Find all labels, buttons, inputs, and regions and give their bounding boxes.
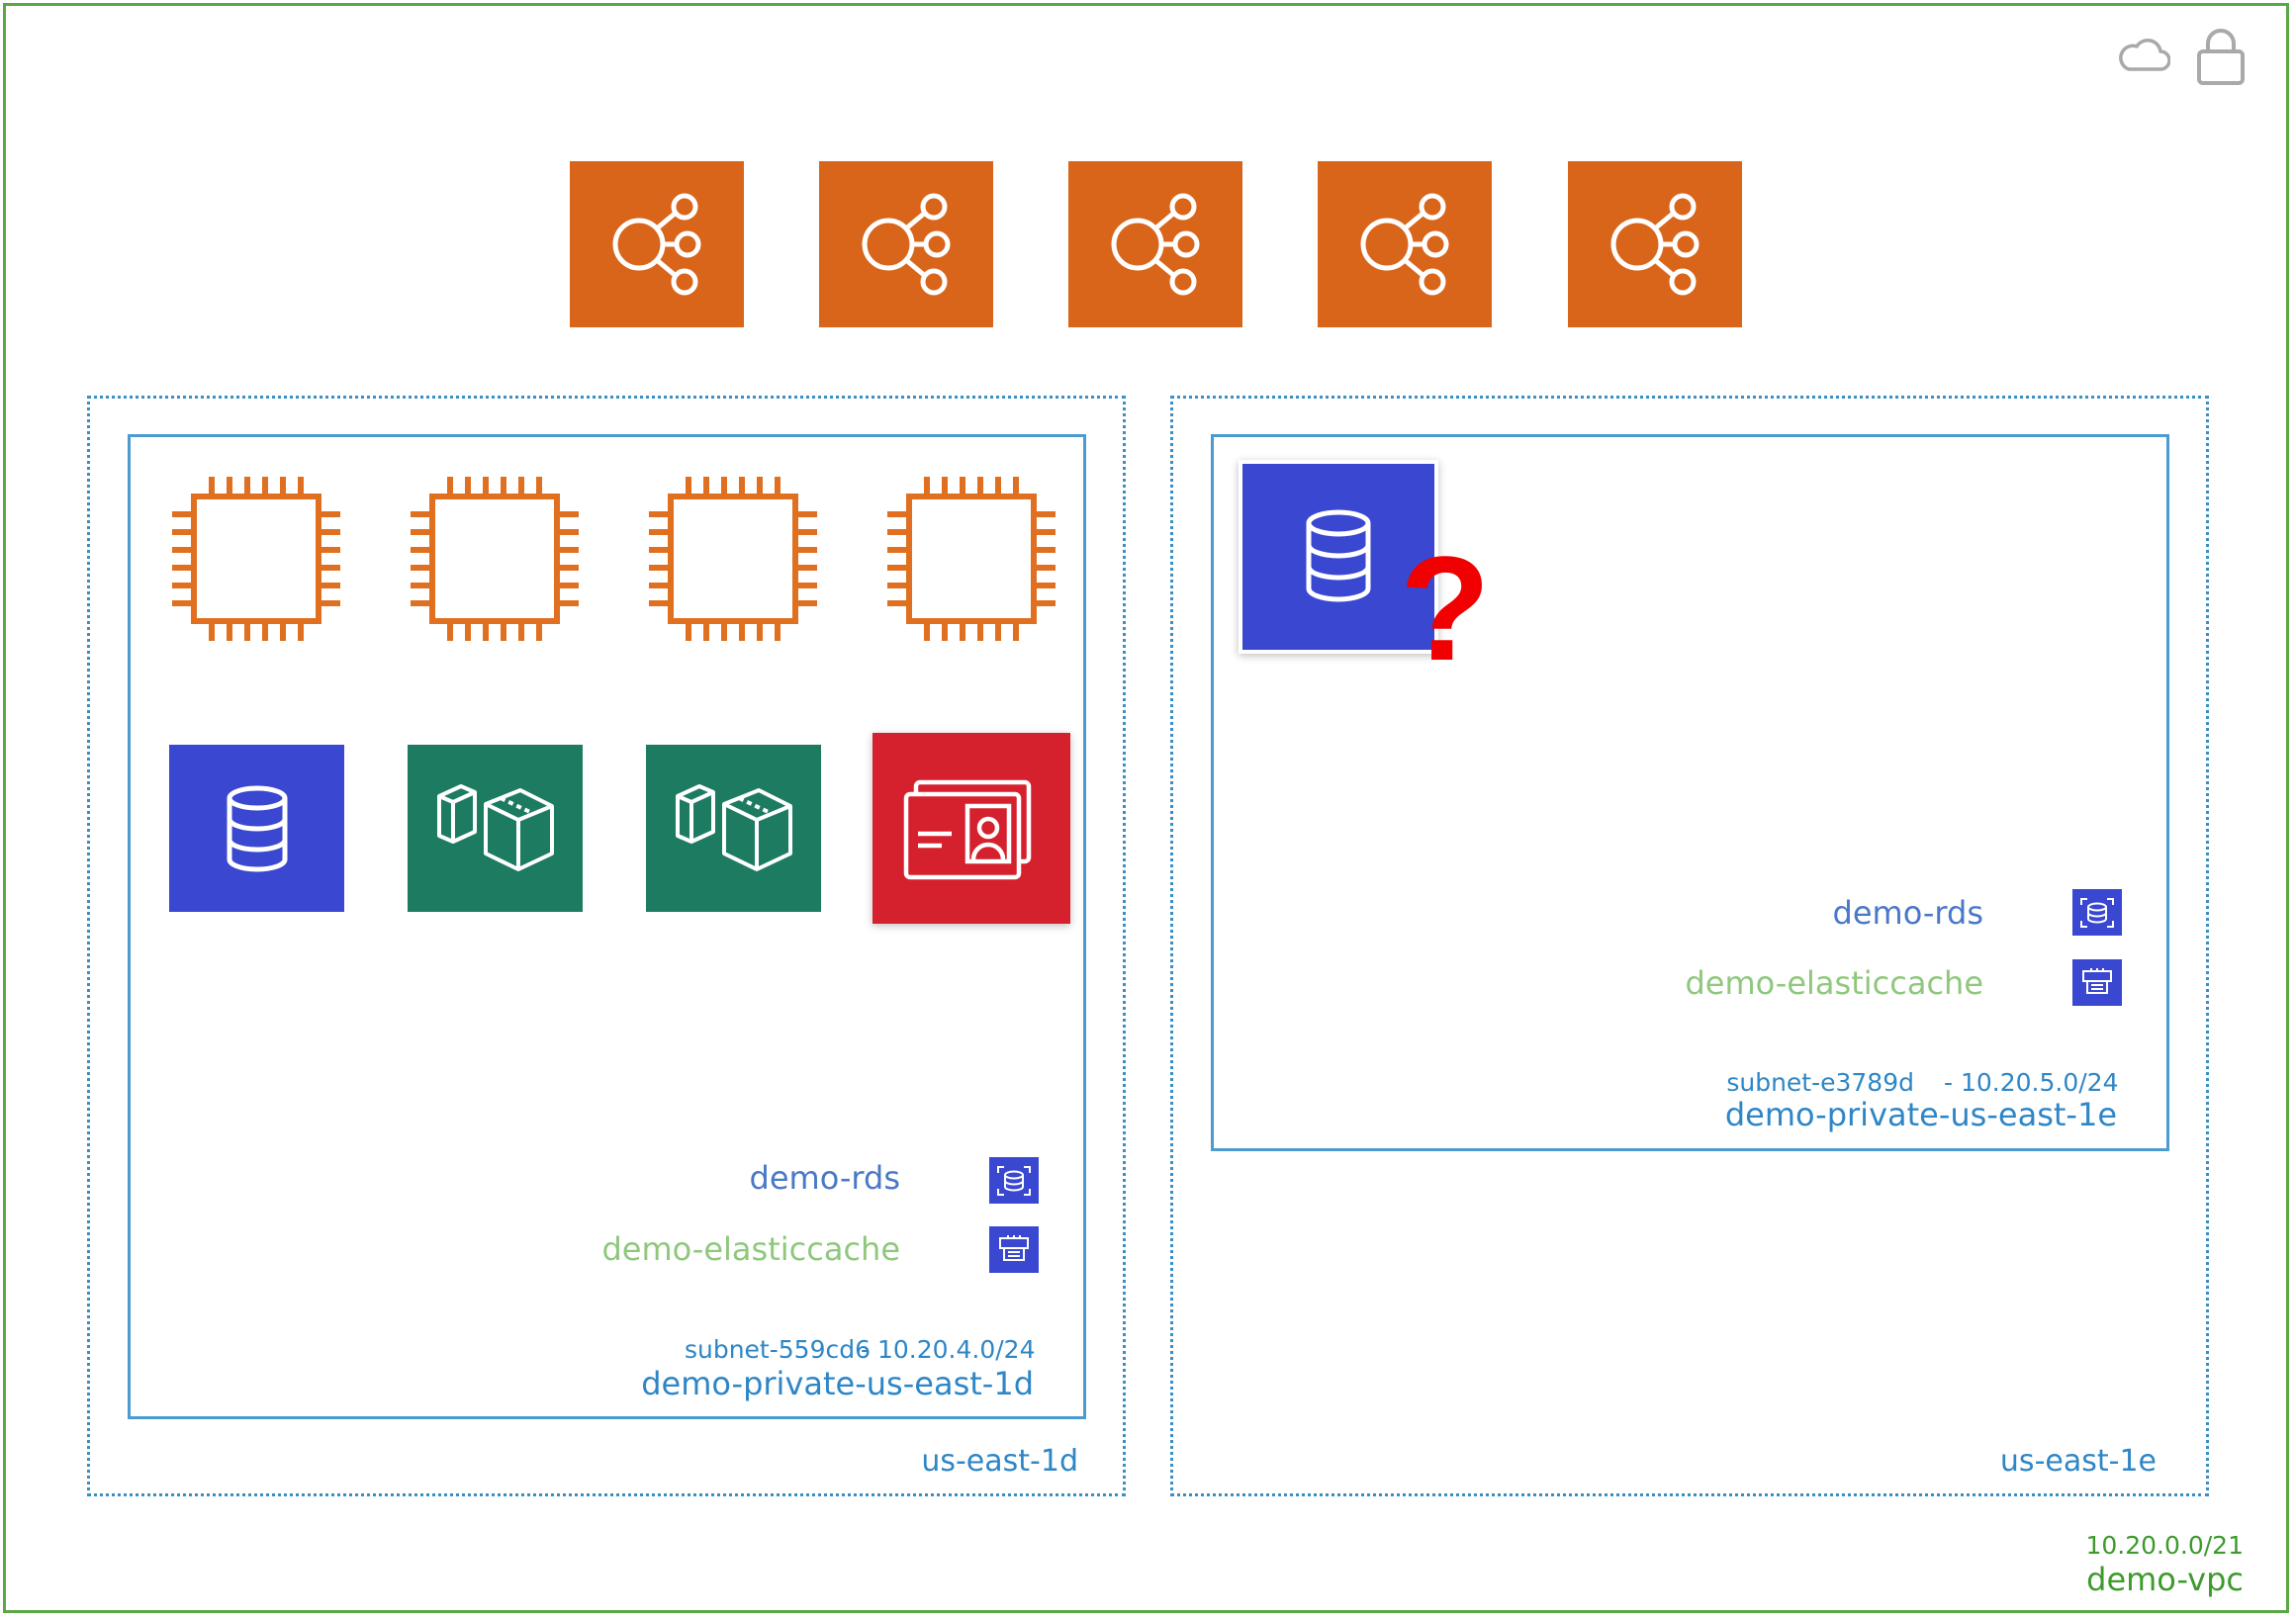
- elastic-load-balancer-icon: [1568, 161, 1742, 327]
- ec2-instance-icon: [881, 473, 1061, 645]
- legend-rds-label: demo-rds: [1832, 894, 1983, 932]
- ec2-instance-icon: [405, 473, 585, 645]
- vpc-cidr: 10.20.0.0/21: [2085, 1531, 2244, 1560]
- subnet-private-us-east-1d: [128, 434, 1086, 1419]
- elastic-load-balancer-icon: [819, 161, 993, 327]
- ec2-instance-icon: [166, 473, 346, 645]
- database-icon: [169, 745, 344, 912]
- subnet-id: subnet-559cd6: [684, 1335, 871, 1364]
- availability-zone-us-east-1e: [1170, 396, 2209, 1496]
- legend-elasticache-label: demo-elasticcache: [1685, 964, 1983, 1002]
- subnet-name: demo-private-us-east-1e: [1724, 1096, 2117, 1133]
- identity-card-icon: [872, 733, 1070, 924]
- elasticache-icon: [989, 1226, 1039, 1273]
- subnet-id: subnet-e3789d: [1726, 1068, 1914, 1097]
- availability-zone-label: us-east-1d: [921, 1444, 1078, 1479]
- vpc-name: demo-vpc: [2086, 1561, 2244, 1598]
- lock-icon: [2194, 26, 2248, 87]
- rds-instance-icon: [2072, 889, 2122, 936]
- database-icon: [1239, 460, 1438, 654]
- legend-rds-label: demo-rds: [749, 1159, 900, 1197]
- elastic-load-balancer-icon: [1068, 161, 1242, 327]
- container-icon: [646, 745, 821, 912]
- rds-instance-icon: [989, 1157, 1039, 1204]
- subnet-name: demo-private-us-east-1d: [641, 1365, 1034, 1402]
- subnet-cidr: - 10.20.5.0/24: [1944, 1068, 2119, 1097]
- subnet-private-us-east-1e: [1211, 434, 2169, 1151]
- question-mark-annotation: ?: [1400, 525, 1491, 691]
- availability-zone-us-east-1d: [87, 396, 1126, 1496]
- elasticache-icon: [2072, 959, 2122, 1006]
- elastic-load-balancer-icon: [570, 161, 744, 327]
- ec2-instance-icon: [643, 473, 823, 645]
- elastic-load-balancer-icon: [1318, 161, 1492, 327]
- cloud-icon: [2117, 30, 2171, 79]
- vpc-container: [3, 3, 2289, 1613]
- availability-zone-label: us-east-1e: [1999, 1444, 2157, 1479]
- container-icon: [408, 745, 583, 912]
- legend-elasticache-label: demo-elasticcache: [601, 1230, 900, 1268]
- subnet-cidr: - 10.20.4.0/24: [861, 1335, 1036, 1364]
